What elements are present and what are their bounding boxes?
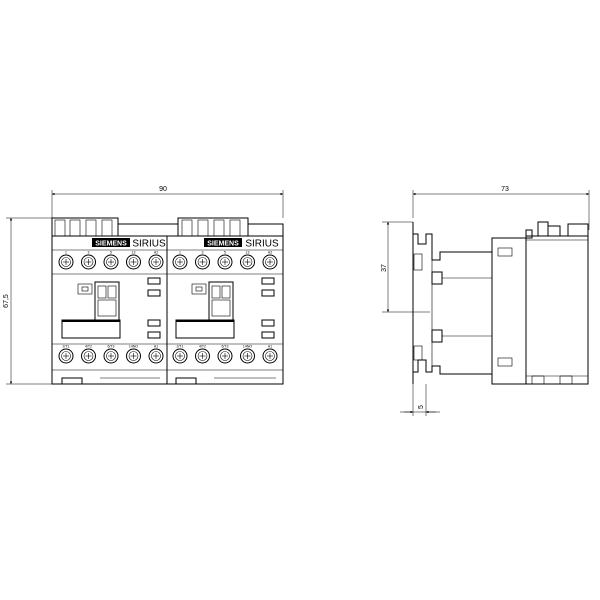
terminal-screw [81,254,96,270]
width-dimension: 90 [51,186,284,218]
terminal-screw-head [106,351,116,361]
terminal-label: 14NO [243,345,252,349]
terminal-screw-head [128,351,139,361]
terminal-screw [172,254,188,270]
terminal-screw [172,348,188,364]
terminal-screw-head [242,257,253,267]
side-profile [412,221,589,385]
terminal-label: 1 [179,251,181,255]
bottom-feet [61,377,276,385]
offset-dimension: 5 [400,384,440,416]
terminal-label: A2 [268,251,272,255]
terminal-label: A1 [154,345,158,349]
brand-label-left: SIEMENS SIRIUS [92,238,166,250]
terminal-screws [58,254,278,364]
terminal-screw-head [61,351,71,361]
terminal-screw [58,254,74,270]
terminal-screw [126,254,141,270]
terminal-label: A2 [154,251,158,255]
width-dim-label: 90 [159,186,167,193]
brand-text: SIEMENS [95,241,127,248]
offset-dim-label: 5 [418,405,425,409]
terminal-screw-head [175,351,185,361]
terminal-screw [240,348,255,364]
terminal-screw-head [151,257,161,267]
terminal-screw-head [83,351,94,361]
terminal-screw [103,254,119,270]
terminal-screw [148,254,164,270]
terminal-label: 5 [224,251,226,255]
terminal-label: 4/T2 [85,345,92,349]
terminal-screw-head [265,351,275,361]
side-front [525,235,589,385]
terminal-screw-head [175,257,185,267]
brand-text: SIEMENS [207,241,239,248]
terminal-screw-head [61,257,71,267]
terminal-label: 6/T3 [107,345,114,349]
terminal-label: 4/T2 [199,345,206,349]
contact-mechanism-right [175,277,275,339]
product-text: SIRIUS [132,239,166,250]
product-text: SIRIUS [245,239,279,250]
height-dimension: 67,5 [3,217,52,385]
terminal-label: 6/T3 [221,345,228,349]
top-housing [51,217,284,237]
terminal-label: 3 [88,251,90,255]
front-view: 90 67,5 SIEM [3,186,284,385]
terminal-screw [217,348,233,364]
terminal-screw-head [83,257,94,267]
terminal-label: 1 [65,251,67,255]
terminal-screw-head [128,257,139,267]
terminal-screw-head [242,351,253,361]
terminal-label: 5 [110,251,112,255]
contact-mechanism-left [61,277,161,339]
terminal-screw [262,254,278,270]
side-body [491,237,527,385]
terminal-screw [103,348,119,364]
terminal-screw-head [220,351,230,361]
terminal-screw [195,254,210,270]
terminal-screw [81,348,96,364]
terminal-screw [240,254,255,270]
terminal-screw [195,348,210,364]
terminal-label: 2/T1 [176,345,183,349]
terminal-screw-head [106,257,116,267]
terminal-screw [126,348,141,364]
terminal-label: 13 [246,251,250,255]
depth-dimension: 73 [412,186,590,230]
terminal-screw-head [151,351,161,361]
terminal-screw [148,348,164,364]
terminal-screw-head [197,257,208,267]
terminal-label: 14NO [129,345,138,349]
rail-height-dimension: 37 [381,221,430,313]
terminal-screw [217,254,233,270]
terminal-screw-head [265,257,275,267]
height-dim-label: 67,5 [3,294,10,308]
rail-height-dim-label: 37 [381,264,388,272]
side-view: 73 37 5 [381,186,590,416]
terminal-screw [262,348,278,364]
terminal-label: 3 [202,251,204,255]
brand-label-right: SIEMENS SIRIUS [204,238,279,250]
terminal-label: 13 [132,251,136,255]
depth-dim-label: 73 [501,186,509,193]
terminal-label: 2/T1 [62,345,69,349]
terminal-screw [58,348,74,364]
terminal-screw-head [197,351,208,361]
terminal-screw-head [220,257,230,267]
terminal-label: A1 [268,345,272,349]
